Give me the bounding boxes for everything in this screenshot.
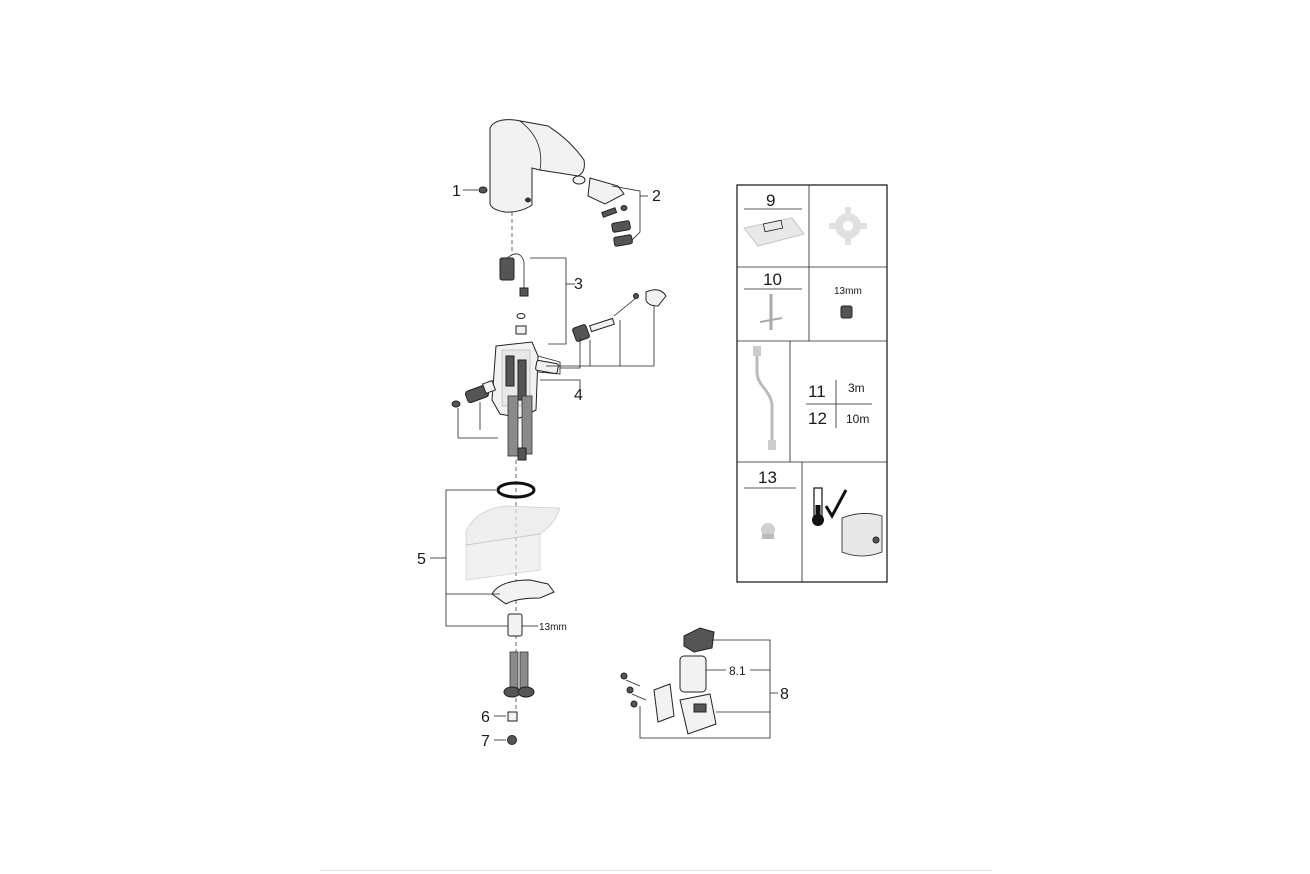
- aerator-set: [572, 175, 633, 247]
- mounting-set: [465, 481, 561, 637]
- accessory-11-number: 11: [808, 382, 826, 401]
- hex-key-icon: [759, 294, 783, 330]
- accessory-13-number: 13: [758, 468, 777, 487]
- sensor-cable-set: [499, 253, 529, 335]
- thermostat-cartridge-icon: [761, 523, 775, 539]
- callout-4: 4: [574, 387, 583, 404]
- nut-size-label: 13mm: [539, 622, 567, 633]
- accessory-12-number: 12: [808, 409, 827, 428]
- page-divider: [320, 870, 992, 871]
- accessory-11-length: 3m: [848, 381, 865, 395]
- callout-1: 1: [452, 183, 461, 200]
- callout-8-1: 8.1: [729, 664, 746, 678]
- temperature-limiter: [572, 289, 667, 342]
- callout-8: 8: [780, 686, 789, 703]
- set-screw: [478, 186, 488, 194]
- check-valve: [451, 379, 497, 408]
- accessory-10-size: 13mm: [834, 286, 862, 297]
- extension-cable-icon: [753, 346, 776, 450]
- callout-3: 3: [574, 276, 583, 293]
- faucet-body: [489, 119, 585, 213]
- adapter-nut: [507, 711, 518, 745]
- callout-5: 5: [417, 551, 426, 568]
- accessory-10-number: 10: [763, 270, 782, 289]
- callout-2: 2: [652, 188, 661, 205]
- callout-6: 6: [481, 709, 490, 726]
- callout-7: 7: [481, 733, 490, 750]
- supply-hoses-upper: [507, 395, 533, 461]
- accessory-9-number: 9: [766, 191, 775, 210]
- sensor-cover-icon: [841, 513, 883, 557]
- supply-hoses-lower: [503, 651, 535, 698]
- remote-control-icon: [743, 217, 805, 247]
- checkmark-icon: [824, 489, 848, 520]
- socket-nut-icon: [840, 305, 853, 319]
- gear-icon: [829, 207, 867, 245]
- power-supply-set: [620, 627, 717, 735]
- accessory-12-length: 10m: [846, 412, 869, 426]
- accessory-panel: 9 10 13mm 11 3: [736, 184, 888, 583]
- thermometer-icon: [812, 487, 824, 526]
